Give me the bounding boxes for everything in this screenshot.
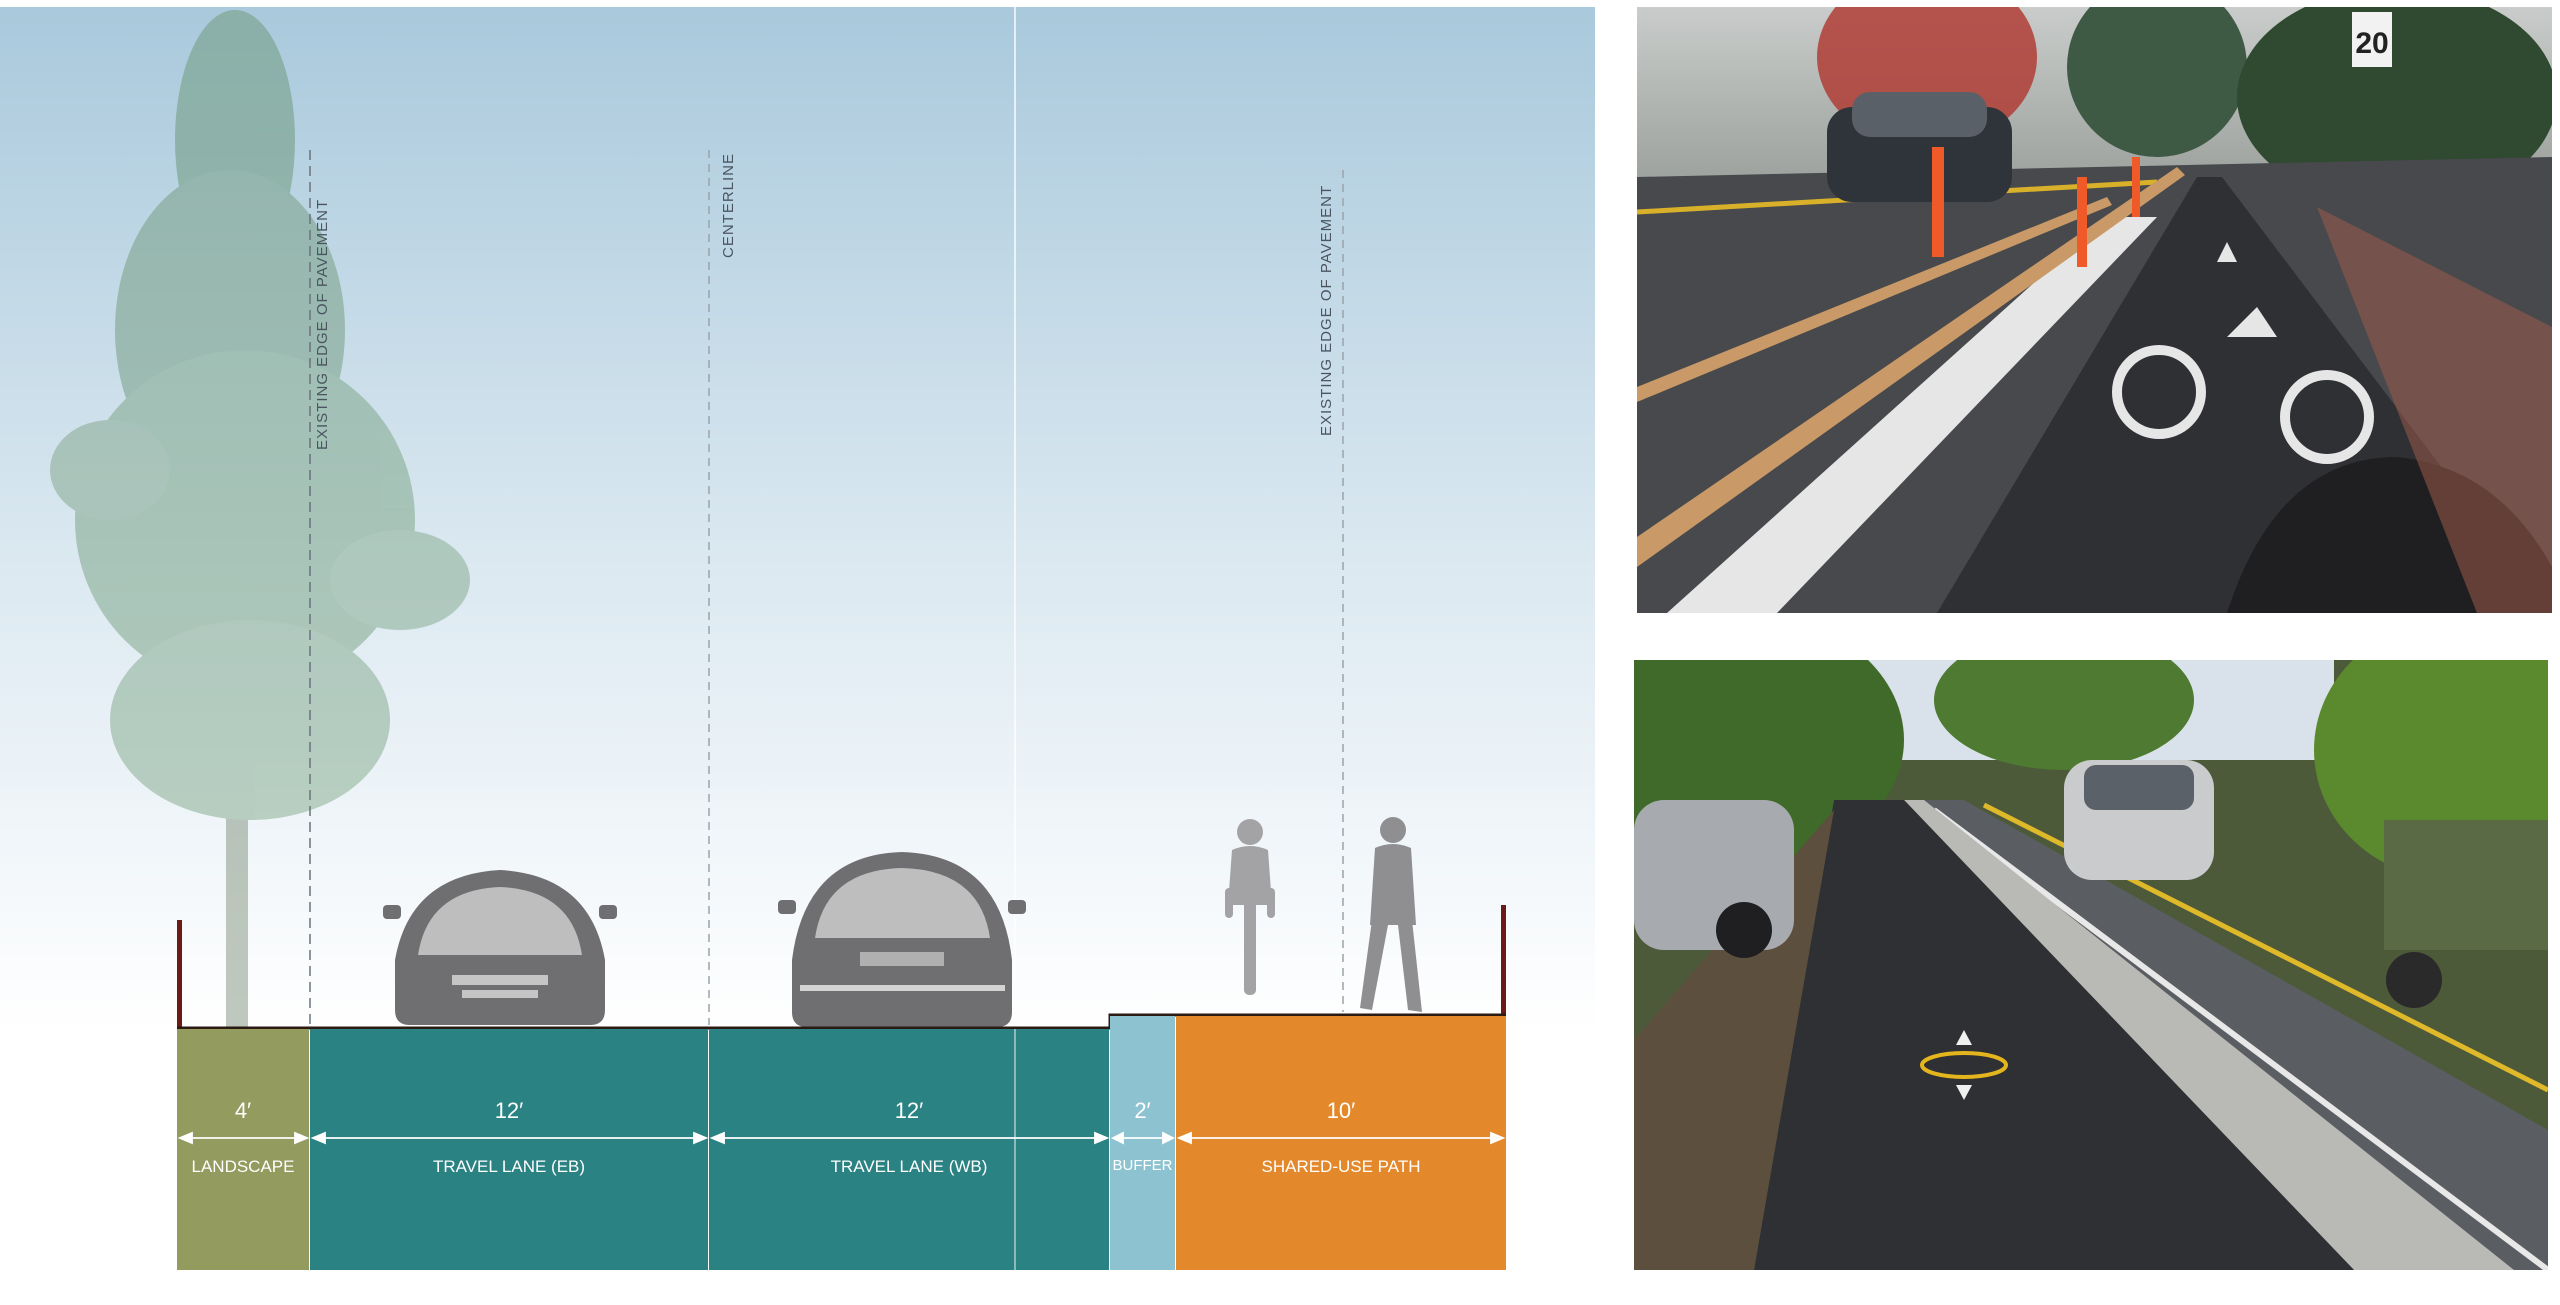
existing-edge-left-label: EXISTING EDGE OF PAVEMENT [314,198,331,450]
travel-lane-wb-width: 12′ [894,1098,924,1123]
pedestrian-icon [1360,817,1422,1012]
dimension-lines [177,1131,1506,1145]
existing-edge-right-label: EXISTING EDGE OF PAVEMENT [1318,184,1335,436]
travel-lane-wb-label: TRAVEL LANE (WB) [830,1157,988,1176]
cross-section-drawing [0,7,1595,1270]
travel-lane-eb-label: TRAVEL LANE (EB) [432,1157,586,1176]
left-post [177,920,182,1028]
travel-lane-eb-width: 12′ [494,1098,524,1123]
segment-travel-lane-eb [310,1029,708,1270]
centerline-label: CENTERLINE [720,152,737,258]
segment-travel-lane-wb [709,1029,1109,1270]
segment-shared-use-path [1176,1016,1506,1270]
street-cross-section: EXISTING EDGE OF PAVEMENT CENTERLINE EXI… [0,7,1595,1270]
speed-sign-text: 20 [2355,27,2388,60]
photo-bottom-illustration [1634,660,2548,1270]
photo-bike-lane-construction: 20 [1637,7,2552,613]
segment-buffer [1110,1016,1175,1270]
buffer-width: 2′ [1134,1098,1151,1123]
landscape-label: LANDSCAPE [191,1157,295,1176]
car-wb-icon [778,852,1026,1027]
landscape-width: 4′ [234,1098,252,1123]
photo-shared-use-path [1634,660,2548,1270]
cyclist-icon [1225,819,1275,995]
segment-landscape [177,1029,309,1270]
buffer-label: BUFFER [1112,1157,1173,1174]
tree [50,10,470,1030]
right-post [1501,905,1506,1015]
shared-use-path-label: SHARED-USE PATH [1261,1157,1421,1176]
car-eb-icon [383,870,617,1025]
shared-use-path-width: 10′ [1326,1098,1356,1123]
photo-top-illustration: 20 [1637,7,2552,613]
